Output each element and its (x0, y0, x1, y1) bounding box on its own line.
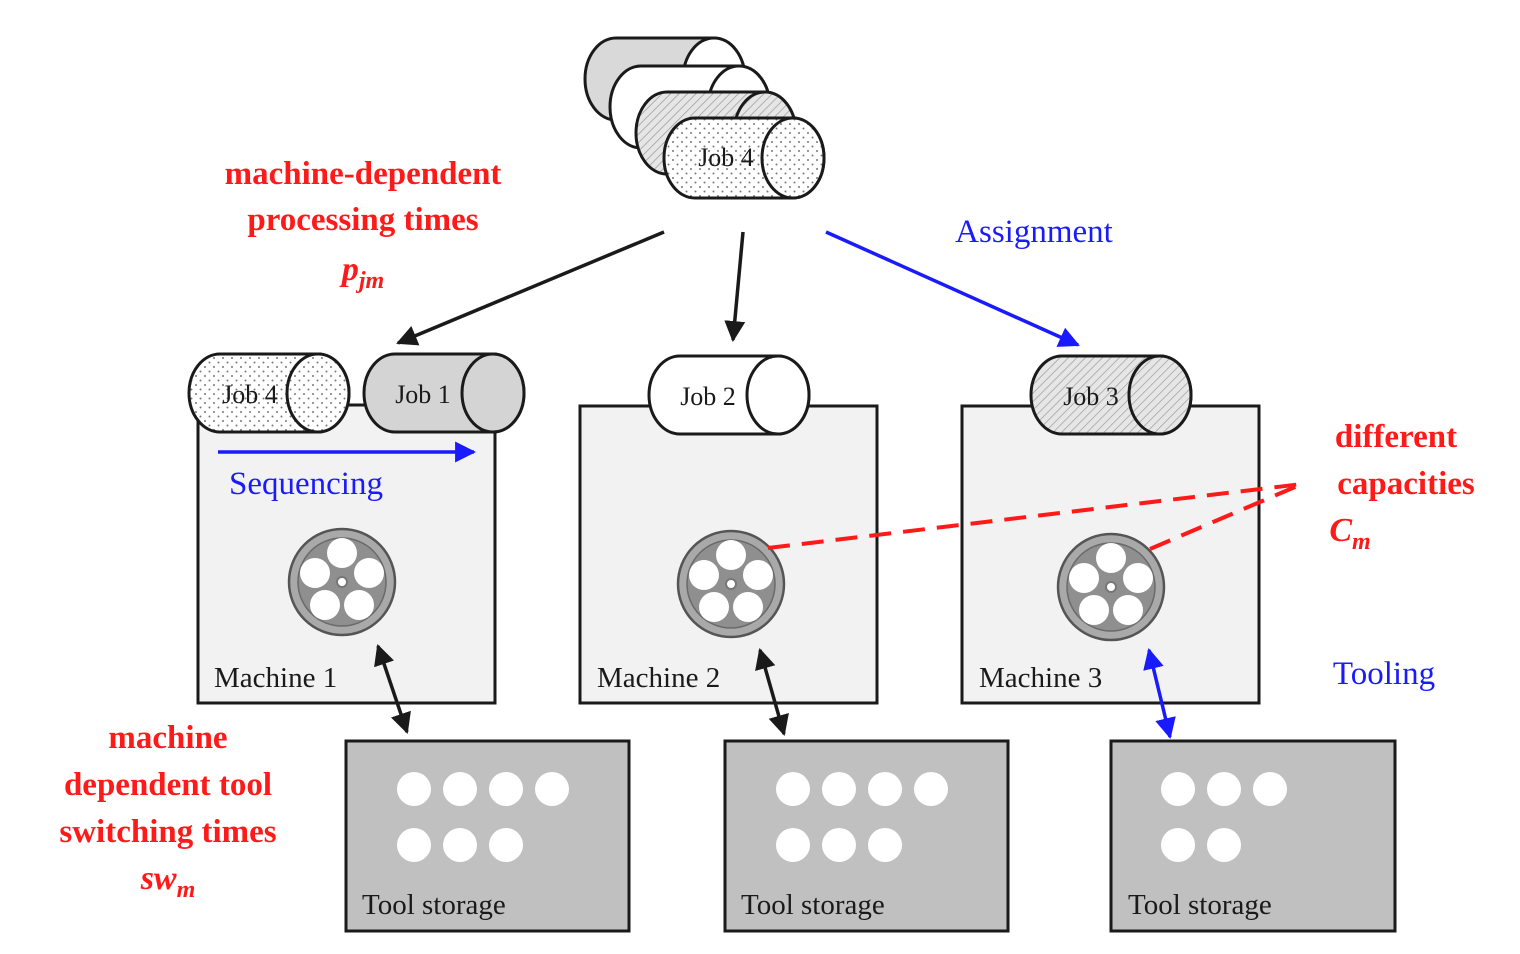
processing-times-annotation: machine-dependent processing times pjm (225, 156, 502, 294)
machine-1-job-1: Job 1 (362, 352, 526, 434)
tool-transfer-arrow-3 (1143, 647, 1176, 740)
assignment-label: Assignment (955, 214, 1113, 250)
assign-arrow-machine-3 (825, 230, 1080, 347)
machine-3-label: Machine 3 (979, 662, 1102, 694)
queued-job-front: Job 4 (662, 116, 826, 200)
capacities-symbol: Cm (1329, 512, 1370, 555)
queued-job-label: Job 4 (698, 143, 754, 172)
capacity-link-machine-2 (767, 482, 1303, 550)
switching-times-line-3: switching times (59, 814, 276, 850)
job-queue: Job 4 (583, 36, 826, 200)
assign-arrow-machine-2 (724, 231, 746, 343)
machine-2: Job 2 Machine 2 (578, 354, 879, 705)
tool-storage-1: Tool storage (344, 739, 631, 933)
capacities-line-1: different (1335, 419, 1457, 455)
machine-2-job-2: Job 2 (647, 354, 811, 436)
machine-1: Job 4 Job 1 Sequencing Machine 1 (187, 352, 526, 705)
tool-storage-3-label: Tool storage (1128, 889, 1272, 921)
machine-1-job-1-label: Job 1 (395, 380, 451, 409)
switching-times-line-2: dependent tool (64, 767, 272, 803)
machine-3-job-3: Job 3 (1029, 354, 1193, 436)
capacity-link-machine-3 (1149, 482, 1303, 551)
tool-storage-3-tools (1161, 772, 1287, 862)
processing-times-symbol: pjm (339, 251, 384, 294)
tool-transfer-arrow-2 (755, 647, 789, 737)
tool-storage-2: Tool storage (723, 739, 1010, 933)
machine-1-label: Machine 1 (214, 662, 337, 694)
machine-3: Job 3 Machine 3 (960, 354, 1261, 705)
machine-1-job-4-label: Job 4 (222, 380, 278, 409)
capacities-line-2: capacities (1337, 466, 1475, 502)
tool-storage-1-tools (397, 772, 569, 862)
machine-1-tool-magazine (287, 527, 397, 637)
switching-times-symbol: swm (140, 860, 196, 903)
capacities-annotation: different capacities Cm (1329, 419, 1475, 555)
machine-1-job-4: Job 4 (187, 352, 351, 434)
switching-times-annotation: machine dependent tool switching times s… (59, 720, 276, 903)
switching-times-line-1: machine (108, 720, 227, 756)
tool-storage-1-label: Tool storage (362, 889, 506, 921)
assign-arrow-machine-1 (396, 230, 665, 346)
machine-3-tool-magazine (1056, 532, 1166, 642)
tool-storage-3: Tool storage (1109, 739, 1397, 933)
processing-times-line-2: processing times (247, 202, 478, 238)
tool-storage-2-label: Tool storage (741, 889, 885, 921)
machine-3-job-3-label: Job 3 (1063, 382, 1119, 411)
tooling-label: Tooling (1333, 656, 1435, 692)
sequencing-label: Sequencing (229, 466, 383, 502)
machine-2-job-2-label: Job 2 (680, 382, 736, 411)
machine-2-label: Machine 2 (597, 662, 720, 694)
machine-2-tool-magazine (676, 529, 786, 639)
tool-storage-2-tools (776, 772, 948, 862)
processing-times-line-1: machine-dependent (225, 156, 502, 192)
tool-transfer-arrow-1 (374, 644, 411, 734)
